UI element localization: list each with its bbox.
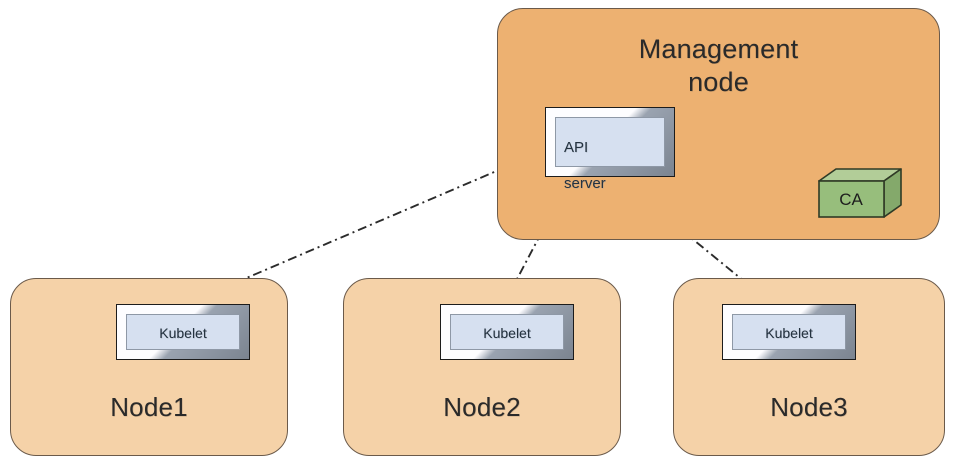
kubelet-label-node1: Kubelet bbox=[159, 325, 207, 341]
api-server-label-line1: API bbox=[564, 139, 589, 156]
management-node-title: Management node bbox=[498, 33, 939, 99]
api-server-box[interactable]: API server bbox=[545, 107, 675, 192]
api-server-label: API server bbox=[564, 121, 606, 193]
management-node-title-line2: node bbox=[688, 67, 749, 97]
kubelet-inner-node1: Kubelet bbox=[126, 314, 240, 350]
api-server-inner: API server bbox=[555, 117, 665, 192]
ca-cuboid-shape bbox=[818, 168, 902, 218]
kubelet-box-node2[interactable]: Kubelet bbox=[440, 304, 574, 360]
kubelet-inner-node2: Kubelet bbox=[450, 314, 564, 350]
kubelet-box-node3[interactable]: Kubelet bbox=[722, 304, 856, 360]
worker-node-3-title: Node3 bbox=[770, 392, 848, 422]
worker-node-1-title: Node1 bbox=[110, 392, 188, 422]
kubelet-label-node2: Kubelet bbox=[483, 325, 531, 341]
kubelet-box-node1[interactable]: Kubelet bbox=[116, 304, 250, 360]
kubelet-label-node3: Kubelet bbox=[765, 325, 813, 341]
worker-node-2-title: Node2 bbox=[443, 392, 521, 422]
api-server-label-line2: server bbox=[564, 175, 606, 192]
management-node-title-line1: Management bbox=[638, 34, 799, 64]
ca-label: CA bbox=[839, 190, 863, 209]
kubelet-inner-node3: Kubelet bbox=[732, 314, 846, 350]
ca-box[interactable]: CA bbox=[818, 168, 902, 218]
